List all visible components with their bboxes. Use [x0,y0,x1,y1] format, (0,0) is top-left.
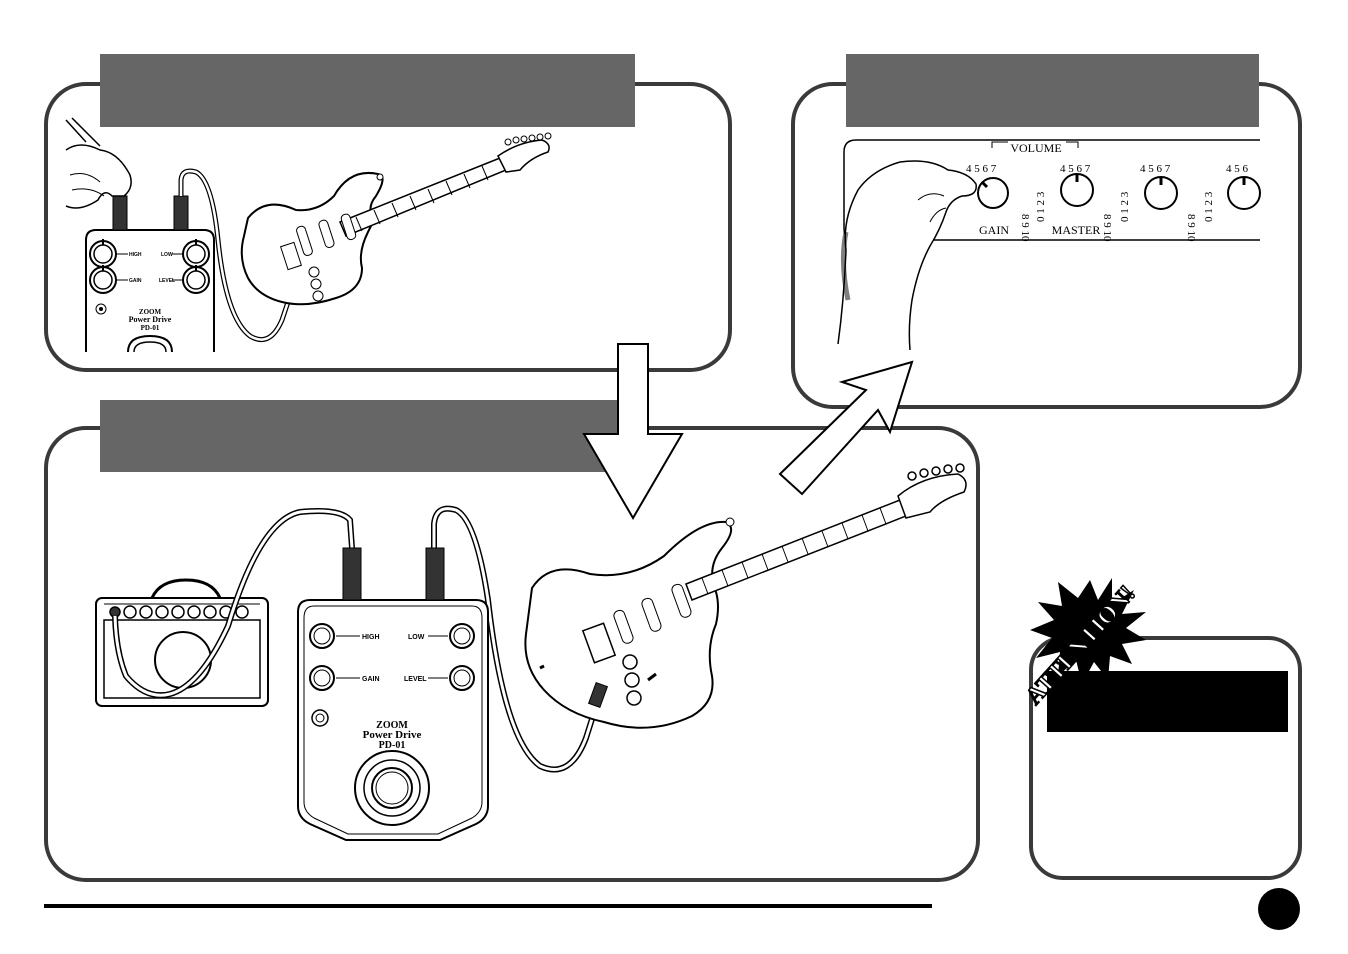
main-pedal-model: Power Drive [363,729,422,741]
top-left-illustration: HIGH LOW GAIN LEVEL ZOOM Power Drive PD-… [65,117,552,353]
tl-label-gain: GAIN [129,278,142,284]
starburst-icon: ATTENTION! [1020,578,1146,711]
amp-knob-master-label: MASTER [1052,223,1101,237]
svg-text:8 9 10: 8 9 10 [1019,214,1031,242]
down-arrow-icon [582,343,684,520]
amp-panel-illustration: VOLUME 8 9 10 0 1 2 3 4 5 6 7 8 9 10 0 1… [837,139,1261,351]
volume-label: VOLUME [1010,141,1061,155]
svg-text:4 5 6 7: 4 5 6 7 [966,163,997,175]
main-pedal-label-level: LEVEL [404,676,427,683]
tl-label-high: HIGH [129,252,142,258]
bottom-rule [44,904,932,908]
attention-black-bar [1047,671,1288,732]
main-pedal-brand: ZOOM [376,720,408,731]
diagonal-arrow-icon [778,360,914,496]
main-pedal-code: PD-01 [379,740,406,751]
header-bar-top-right [846,54,1259,127]
main-pedal-label-low: LOW [408,634,425,641]
svg-text:0 1 2 3: 0 1 2 3 [1035,191,1047,222]
svg-text:0 1 2 3: 0 1 2 3 [1119,191,1131,222]
svg-text:8 9 10: 8 9 10 [1101,214,1113,242]
svg-text:4 5 6: 4 5 6 [1226,163,1249,175]
svg-text:4 5 6 7: 4 5 6 7 [1060,163,1091,175]
svg-text:0 1 2 3: 0 1 2 3 [1203,191,1215,222]
main-pedal-label-high: HIGH [362,634,380,641]
tl-brand: ZOOM [139,308,162,316]
page-marker-dot [1258,888,1300,930]
main-pedal-label-gain: GAIN [362,676,380,683]
tl-label-level: LEVEL [159,278,175,284]
main-setup-illustration: HIGH LOW GAIN LEVEL ZOOM Power Drive PD-… [95,463,967,841]
tl-code: PD-01 [141,324,160,332]
header-bar-main [100,400,635,472]
header-bar-top-left [100,54,635,127]
svg-text:8 9 10: 8 9 10 [1185,214,1197,242]
svg-text:4 5 6 7: 4 5 6 7 [1140,163,1171,175]
tl-label-low: LOW [161,252,173,258]
amp-knob-gain-label: GAIN [979,223,1009,237]
tl-model: Power Drive [129,315,172,324]
